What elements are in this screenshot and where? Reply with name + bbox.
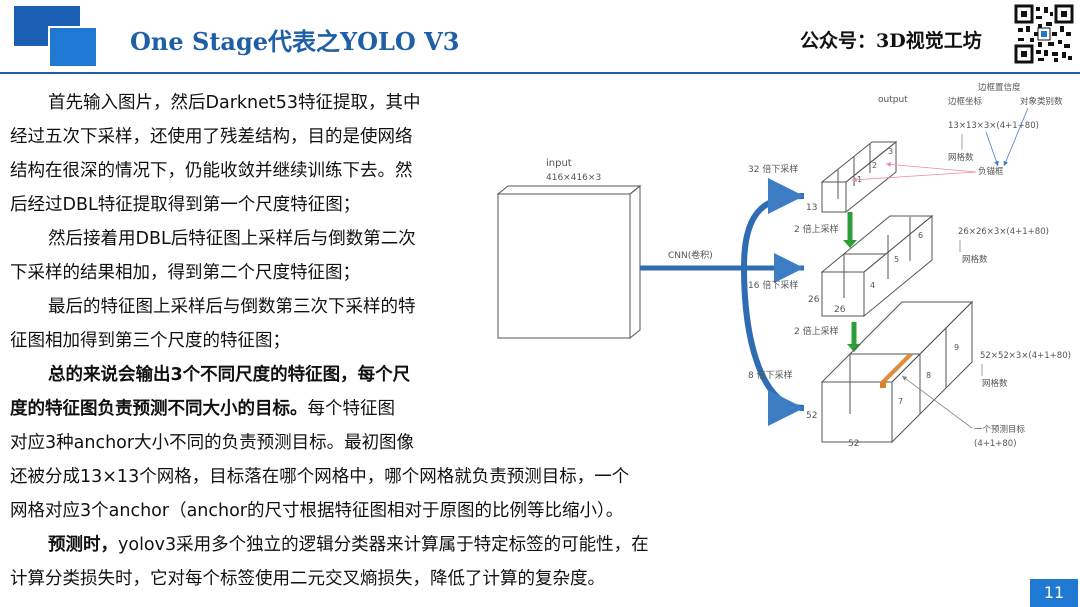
grid-label-3: 网格数 <box>982 378 1008 389</box>
input-label: input <box>546 158 572 169</box>
text-line: 后经过DBL特征提取得到第一个尺度特征图； <box>10 188 360 222</box>
text-line-normal: 对应3种anchor大小不同的负责预测目标。最初图像 <box>10 433 415 453</box>
svg-text:4: 4 <box>870 281 875 290</box>
input-size-label: 416×416×3 <box>546 173 601 183</box>
text-line: 计算分类损失时，它对每个标签使用二元交叉熵损失，降低了计算的复杂度。 <box>10 562 605 596</box>
text-line: 结构在很深的情况下，仍能收敛并继续训练下去。然 <box>10 154 413 188</box>
up2-label-2: 2 倍上采样 <box>794 325 839 337</box>
text-line: 总的来说会输出3个不同尺度的特征图，每个尺 <box>48 358 410 392</box>
text-line: 下采样的结果相加，得到第二个尺度特征图； <box>10 256 360 290</box>
svg-text:3: 3 <box>888 147 893 156</box>
text-line-normal: 最后的特征图上采样后与倒数第三次下采样的特 <box>48 297 416 317</box>
svg-text:2: 2 <box>872 161 877 170</box>
svg-text:8: 8 <box>926 371 931 380</box>
text-line-normal: yolov3采用多个独立的逻辑分类器来计算属于特定标签的可能性，在 <box>118 535 649 555</box>
target-label: 一个预测目标 <box>974 424 1026 435</box>
box-coord-label: 边框坐标 <box>948 96 983 107</box>
text-line-normal: 网格对应3个anchor（anchor的尺寸根据特征图相对于原图的比例等比缩小）… <box>10 501 624 521</box>
text-line: 首先输入图片，然后Darknet53特征提取，其中 <box>48 86 421 120</box>
text-line-normal: 后经过DBL特征提取得到第一个尺度特征图； <box>10 195 361 215</box>
text-line: 征图相加得到第三个尺度的特征图； <box>10 324 290 358</box>
dim-26-bottom: 26 <box>834 305 846 315</box>
text-line: 最后的特征图上采样后与倒数第三次下采样的特 <box>48 290 416 324</box>
text-line-normal: 征图相加得到第三个尺度的特征图； <box>10 331 290 351</box>
branch-arrow <box>741 178 805 269</box>
page-number: 11 <box>1030 579 1078 607</box>
down32-label: 32 倍下采样 <box>748 163 798 175</box>
dim-13: 13 <box>806 203 817 213</box>
slide-title: One Stage代表之YOLO V3 <box>130 27 460 56</box>
text-line: 还被分成13×13个网格，目标落在哪个网格中，哪个网格就负责预测目标，一个 <box>10 460 629 494</box>
text-line-normal: 下采样的结果相加，得到第二个尺度特征图； <box>10 263 360 283</box>
scale1-tensor <box>820 140 898 214</box>
anchor-label: 负锚框 <box>978 166 1004 177</box>
grid-label-1: 网格数 <box>948 152 974 163</box>
scale2-formula: 26×26×3×(4+1+80) <box>958 227 1049 237</box>
text-line: 预测时，yolov3采用多个独立的逻辑分类器来计算属于特定标签的可能性，在 <box>48 528 649 562</box>
svg-text:7: 7 <box>898 397 903 406</box>
up2-label-1: 2 倍上采样 <box>794 223 839 235</box>
svg-text:5: 5 <box>894 255 899 264</box>
grid-label-2: 网格数 <box>962 254 988 265</box>
dim-52-bottom: 52 <box>848 439 859 449</box>
qr-code-icon <box>1014 4 1074 64</box>
input-image-block <box>496 184 642 340</box>
down8-label: 8 倍下采样 <box>748 369 793 381</box>
down16-label: 16 倍下采样 <box>748 279 798 291</box>
svg-text:9: 9 <box>954 343 959 352</box>
scale2-tensor <box>820 214 934 318</box>
target-formula: (4+1+80) <box>974 439 1017 449</box>
header-divider <box>0 72 1080 74</box>
text-line-normal: 还被分成13×13个网格，目标落在哪个网格中，哪个网格就负责预测目标，一个 <box>10 467 630 487</box>
text-line: 对应3种anchor大小不同的负责预测目标。最初图像 <box>10 426 414 460</box>
text-line-bold: 总的来说会输出3个不同尺度的特征图，每个尺 <box>48 365 411 385</box>
dim-52-side: 52 <box>806 411 817 421</box>
text-line-normal: 经过五次下采样，还使用了残差结构，目的是使网络 <box>10 127 413 147</box>
text-line-normal: 每个特征图 <box>307 399 396 419</box>
prediction-target-cell <box>880 354 914 382</box>
text-line: 经过五次下采样，还使用了残差结构，目的是使网络 <box>10 120 413 154</box>
scale3-formula: 52×52×3×(4+1+80) <box>980 351 1071 361</box>
text-line-bold: 度的特征图负责预测不同大小的目标。 <box>10 399 308 419</box>
text-line: 网格对应3个anchor（anchor的尺寸根据特征图相对于原图的比例等比缩小）… <box>10 494 623 528</box>
yolov3-architecture-diagram: input 416×416×3 CNN(卷积) 13 1 2 3 output … <box>496 82 1071 449</box>
logo-square-light <box>48 26 98 68</box>
text-line: 度的特征图负责预测不同大小的目标。每个特征图 <box>10 392 395 426</box>
scale3-tensor <box>820 300 974 444</box>
output-label: output <box>878 95 908 105</box>
class-conf-label: 对象类别数 <box>1020 96 1063 107</box>
box-conf-label: 边框置信度 <box>978 82 1021 93</box>
text-line-normal: 计算分类损失时，它对每个标签使用二元交叉熵损失，降低了计算的复杂度。 <box>10 569 605 589</box>
account-label: 公众号：3D视觉工坊 <box>800 30 982 52</box>
text-line-normal: 然后接着用DBL后特征图上采样后与倒数第二次 <box>48 229 416 249</box>
dim-26-side: 26 <box>808 295 820 305</box>
text-line-normal: 首先输入图片，然后Darknet53特征提取，其中 <box>48 93 421 113</box>
svg-text:6: 6 <box>918 231 923 240</box>
text-line-bold: 预测时， <box>48 535 118 555</box>
text-line: 然后接着用DBL后特征图上采样后与倒数第二次 <box>48 222 416 256</box>
scale1-formula: 13×13×3×(4+1+80) <box>948 121 1039 131</box>
cnn-label: CNN(卷积) <box>668 249 713 261</box>
text-line-normal: 结构在很深的情况下，仍能收敛并继续训练下去。然 <box>10 161 413 181</box>
